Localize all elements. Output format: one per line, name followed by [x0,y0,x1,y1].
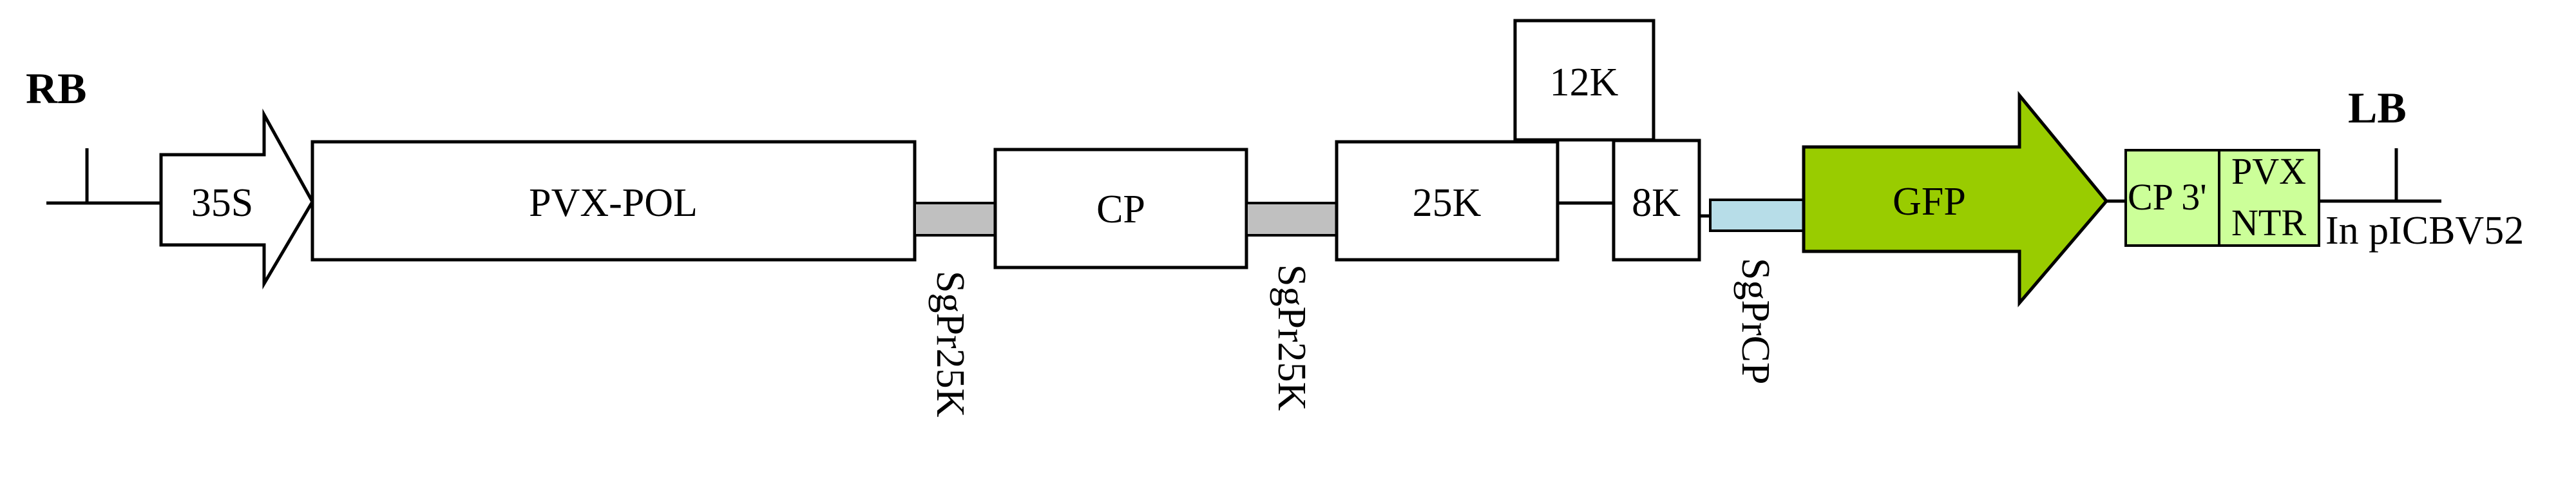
pvx-pol-box [310,140,917,262]
sg-promoter-cp-label: SgPrCP [1733,258,1777,384]
gene-25k-box [1335,140,1560,262]
right-border-label: RB [26,64,86,113]
cp-label: CP [1096,188,1145,231]
pvx-ntr-box [2218,149,2320,247]
sg-promoter-1-bar [913,202,997,237]
backbone [46,148,2441,218]
sg-promoter-2-label: SgPr25K [1270,264,1313,411]
promoter-35s-label: 35S [191,181,253,225]
sg-promoter-1-label: SgPr25K [928,271,972,418]
sg-promoter-cp-bar [1709,199,1805,232]
cp-3prime-label: CP 3' [2128,176,2207,218]
vector-note: In pICBV52 [2325,209,2524,253]
sg-promoter-2-bar [1245,202,1338,237]
gene-12k-label: 12K [1550,61,1619,104]
gfp-label: GFP [1893,180,1966,224]
gene-12k-box [1513,19,1655,142]
gfp-arrow [1802,91,2109,307]
gene-25k-label: 25K [1413,181,1482,225]
cp-3prime-box [2124,149,2220,247]
pvx-ntr-label-line1: PVX [2231,150,2306,192]
left-border-label: LB [2348,83,2407,132]
gene-8k-label: 8K [1632,181,1681,225]
pvx-ntr-label-line2: NTR [2231,202,2306,244]
promoter-35s-arrow [159,108,314,290]
pvx-pol-label: PVX-POL [529,181,698,225]
gene-8k-box [1612,139,1701,262]
